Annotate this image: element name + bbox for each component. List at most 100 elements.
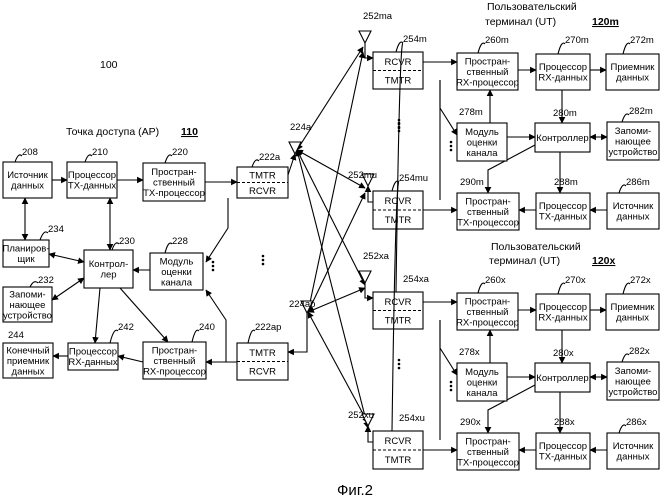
- leader-line: [478, 283, 485, 293]
- ellipsis-dot: [450, 149, 453, 152]
- ut-x-channel-estimator-block-label-line: канала: [466, 388, 498, 399]
- ap-data-sink-block-label-line: данных: [12, 366, 45, 377]
- ap-rx-processor-block-label-line: Процессор: [69, 347, 117, 358]
- ut-x-spatial-tx-block-label-line: Простран-: [465, 436, 510, 447]
- ellipsis-dot: [450, 389, 453, 392]
- ellipsis-dot: [398, 367, 401, 370]
- signal-arrow: [288, 313, 307, 352]
- ut-x-radio-bottom-block-ref: 254xu: [399, 413, 425, 424]
- ut-x-rx-processor-block-label-line: Процессор: [539, 302, 587, 313]
- ap-channel-estimator-block-ref: 228: [172, 236, 188, 247]
- signal-arrow: [368, 186, 373, 202]
- signal-arrow: [308, 288, 365, 312]
- leader-line: [558, 43, 565, 54]
- ut-x-spatial-rx-block-ref: 260x: [485, 275, 506, 286]
- ap-spatial-tx-block-label-line: TX-процессор: [143, 188, 205, 199]
- ellipsis-dot: [398, 122, 401, 125]
- leader-line: [558, 283, 565, 294]
- ut-x-spatial-rx-block-label-line: Простран-: [465, 296, 510, 307]
- signal-arrow: [365, 283, 373, 298]
- leader-line: [30, 282, 38, 287]
- ap-antenna-a: [289, 142, 301, 154]
- ellipsis-dot: [212, 261, 215, 264]
- leader-line: [478, 43, 485, 53]
- system-ref: 100: [100, 59, 118, 71]
- signal-arrow: [288, 154, 295, 175]
- ut-m-memory-block-label-line: нающее: [615, 136, 651, 147]
- ut-m-tx-processor-block-label-line: Процессор: [539, 201, 587, 212]
- leader-line: [40, 232, 48, 240]
- signal-arrow: [49, 254, 84, 262]
- ellipsis-dot: [450, 385, 453, 388]
- ap-title: Точка доступа (AP): [66, 126, 159, 138]
- ap-data-sink-block-label-line: Конечный: [6, 345, 49, 356]
- signal-arrow: [297, 150, 365, 188]
- ap-radio-a-block-top-label: TMTR: [249, 170, 276, 181]
- ut-x-memory-block-ref: 282x: [629, 346, 650, 357]
- ellipsis-dot: [262, 263, 265, 266]
- signal-arrow: [297, 150, 368, 428]
- ut-x-radio-bottom-block-top-label: RCVR: [385, 436, 412, 447]
- ap-channel-estimator-block-label-line: канала: [161, 277, 193, 288]
- ut-x-memory-block-label-line: нающее: [615, 376, 651, 387]
- ap-spatial-tx-block-label-line: ственный: [153, 177, 195, 188]
- ut-m-title-line1: Пользовательский: [487, 1, 577, 13]
- ut-x-spatial-tx-block-label-line: ственный: [467, 447, 509, 458]
- ut-m-rx-processor-block-label-line: Процессор: [539, 62, 587, 73]
- ut-m-radio-bottom-block-top-label: RCVR: [385, 196, 412, 207]
- ut-x-title-line2: терминал (UT): [489, 255, 560, 267]
- signal-arrow: [308, 312, 368, 423]
- ap-tx-processor-block-label-line: Процессор: [68, 170, 116, 181]
- ap-radio-ap-block-ref: 222ap: [255, 322, 281, 333]
- ap-spatial-rx-block-ref: 240: [199, 322, 215, 333]
- ap-scheduler-block-ref: 234: [48, 224, 64, 235]
- ut-m-data-sink-block-ref: 272m: [630, 35, 654, 46]
- ut-m-channel-estimator-block-label-line: оценки: [467, 137, 498, 148]
- ap-scheduler-block-label-line: щик: [17, 254, 35, 265]
- ut-m-tx-processor-block-ref: 288m: [554, 177, 578, 188]
- ellipsis-dot: [398, 126, 401, 129]
- ap-radio-ap-block-bottom-label: RCVR: [249, 366, 276, 377]
- ut-x-controller-block-label-line: Контроллер: [536, 373, 588, 384]
- ut-x-data-source-block-ref: 286x: [626, 417, 647, 428]
- ut-m-antenna-bottom-ref: 252mu: [348, 170, 377, 181]
- ap-radio-a-block-ref: 222a: [259, 152, 281, 163]
- ut-m-spatial-tx-block-label-line: ственный: [467, 207, 509, 218]
- ellipsis-dot: [398, 363, 401, 366]
- ut-x-memory-block-label-line: устройство: [609, 387, 658, 398]
- ut-m-spatial-rx-block-ref: 260m: [485, 35, 509, 46]
- ut-m-channel-estimator-block-ref: 278m: [459, 107, 483, 118]
- ut-m-spatial-rx-block-label-line: Простран-: [465, 56, 510, 67]
- ut-m-spatial-tx-block-ref: 290m: [460, 177, 484, 188]
- ap-data-source-block-label-line: данных: [11, 181, 44, 192]
- signal-arrow: [440, 320, 457, 375]
- ap-memory-block-label-line: Запоми-: [9, 289, 45, 300]
- ut-x-title-line1: Пользовательский: [491, 241, 581, 253]
- signal-arrow: [118, 356, 143, 362]
- ut-x-spatial-rx-block-label-line: RX-процессор: [456, 317, 519, 328]
- ut-m-radio-bottom-block-bottom-label: TMTR: [385, 215, 412, 226]
- signal-arrow: [52, 278, 84, 300]
- ut-x-spatial-tx-block-ref: 290x: [460, 417, 481, 428]
- ut-x-spatial-rx-block-label-line: ственный: [467, 307, 509, 318]
- ap-radio-ap-block-top-label: TMTR: [249, 348, 276, 359]
- leader-line: [619, 425, 626, 433]
- ut-m-radio-top-block-bottom-label: TMTR: [385, 75, 412, 86]
- ut-m-data-source-block-label-line: данных: [617, 212, 650, 223]
- ut-x-tx-processor-block-label-line: TX-данных: [539, 452, 587, 463]
- ap-radio-a-block-bottom-label: RCVR: [249, 186, 276, 197]
- ap-controller-block-label-line: лер: [100, 270, 116, 281]
- signal-arrow: [365, 43, 373, 58]
- ap-rx-processor-block-ref: 242: [118, 322, 134, 333]
- ap-data-source-block-ref: 208: [22, 147, 38, 158]
- ut-m-channel-estimator-block-label-line: канала: [466, 148, 498, 159]
- ap-spatial-rx-block-label-line: RX-процессор: [143, 366, 206, 377]
- leader-line: [112, 243, 119, 250]
- leader-line: [248, 330, 255, 343]
- signal-arrow: [440, 80, 457, 135]
- ut-x-radio-top-block-top-label: RCVR: [385, 297, 412, 308]
- ut-x-antenna-top-ref: 252xa: [363, 251, 390, 262]
- ut-m-data-source-block-label-line: Источник: [613, 201, 654, 212]
